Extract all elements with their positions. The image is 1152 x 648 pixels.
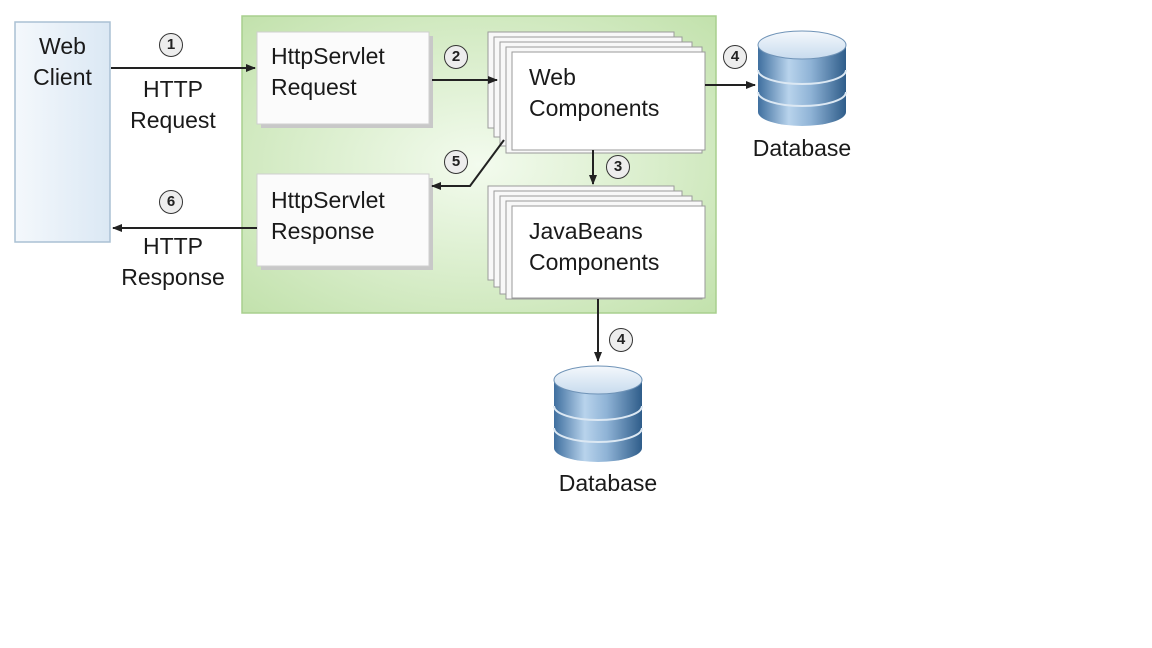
database-bottom-icon (553, 365, 643, 462)
javabeans-components-line1: JavaBeans (529, 218, 643, 244)
servlet-response-line2: Response (271, 218, 375, 244)
web-components-label: Web Components (529, 62, 659, 124)
servlet-response-label: HttpServlet Response (271, 185, 385, 247)
servlet-response-box (256, 173, 433, 270)
http-request-line1: HTTP (142, 76, 204, 102)
database-right-icon (757, 30, 847, 126)
step-4-right-badge: 4 (723, 45, 747, 69)
web-client-label: Web Client (15, 31, 110, 93)
servlet-request-line1: HttpServlet (271, 43, 385, 69)
web-components-line1: Web (529, 64, 576, 90)
servlet-request-label: HttpServlet Request (271, 41, 385, 103)
http-response-line2: Response (121, 264, 225, 290)
arrow-web-to-response (431, 139, 505, 190)
step-4-bottom-badge: 4 (609, 328, 633, 352)
database-bottom-label: Database (558, 470, 658, 496)
javabeans-components-line2: Components (529, 249, 660, 275)
servlet-request-box (256, 31, 433, 128)
javabeans-components-stack (487, 185, 706, 300)
servlet-request-line2: Request (271, 74, 357, 100)
step-1-badge: 1 (159, 33, 183, 57)
http-response-label: HTTP Response (110, 231, 236, 293)
web-client-line1: Web (39, 33, 86, 59)
step-6-badge: 6 (159, 190, 183, 214)
web-components-line2: Components (529, 95, 660, 121)
servlet-response-line1: HttpServlet (271, 187, 385, 213)
web-client-box (14, 21, 111, 243)
step-3-badge: 3 (606, 155, 630, 179)
database-right-label: Database (752, 135, 852, 161)
web-client-line2: Client (33, 64, 92, 90)
javabeans-components-label: JavaBeans Components (529, 216, 659, 278)
http-request-line2: Request (130, 107, 216, 133)
step-5-badge: 5 (444, 150, 468, 174)
web-components-stack (487, 31, 706, 154)
http-request-label: HTTP Request (118, 74, 228, 136)
http-response-line1: HTTP (142, 233, 204, 259)
step-2-badge: 2 (444, 45, 468, 69)
